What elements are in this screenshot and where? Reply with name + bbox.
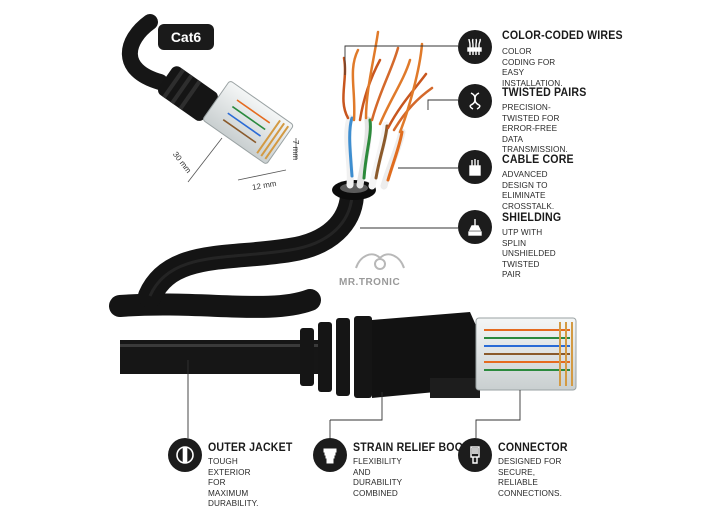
feature-title: TWISTED PAIRS — [502, 87, 587, 99]
cable-core-icon — [458, 150, 492, 184]
wire-bundle — [342, 30, 434, 190]
feature-title: SHIELDING — [502, 212, 562, 224]
strain-relief-icon — [313, 438, 347, 472]
feature-desc: DESIGNED FOR SECURE, RELIABLE CONNECTION… — [498, 457, 562, 498]
feature-desc: ADVANCED DESIGN TO ELIMINATE CROSSTALK. — [502, 170, 555, 211]
brand-mark — [355, 253, 405, 270]
twisted-pair-icon — [458, 84, 492, 118]
connector-icon — [458, 438, 492, 472]
outer-jacket-icon — [168, 438, 202, 472]
feature-title: OUTER JACKET — [208, 442, 293, 454]
feature-desc: UTP WITH SPLIN UNSHIELDED TWISTED PAIR — [502, 228, 556, 280]
top-plug-shape — [203, 81, 294, 164]
feature-title: STRAIN RELIEF BOOT — [353, 442, 470, 454]
feature-title: COLOR-CODED WIRES — [502, 30, 623, 42]
leader-lines — [187, 45, 521, 438]
color-wires-icon — [458, 30, 492, 64]
feature-desc: FLEXIBILITY AND DURABILITY COMBINED — [353, 457, 403, 498]
feature-desc: TOUGH EXTERIOR FOR MAXIMUM DURABILITY. — [208, 457, 259, 509]
cat6-badge: Cat6 — [158, 24, 214, 50]
feature-title: CABLE CORE — [502, 154, 574, 166]
feature-title: CONNECTOR — [498, 442, 568, 454]
top-boot — [158, 66, 218, 121]
shielding-icon — [458, 210, 492, 244]
dimension-height-label: 7 mm — [291, 140, 300, 160]
cable-illustration — [109, 14, 577, 438]
product-infographic: Cat6 30 mm 12 mm 7 mm MR.TRONIC COLOR-CO… — [109, 14, 623, 508]
feature-desc: COLOR CODING FOR EASY INSTALLATION. — [502, 47, 563, 88]
feature-desc: PRECISION-TWISTED FOR ERROR-FREE DATA TR… — [502, 103, 568, 155]
bottom-cable — [120, 312, 577, 398]
brand-name: MR.TRONIC — [339, 277, 401, 288]
